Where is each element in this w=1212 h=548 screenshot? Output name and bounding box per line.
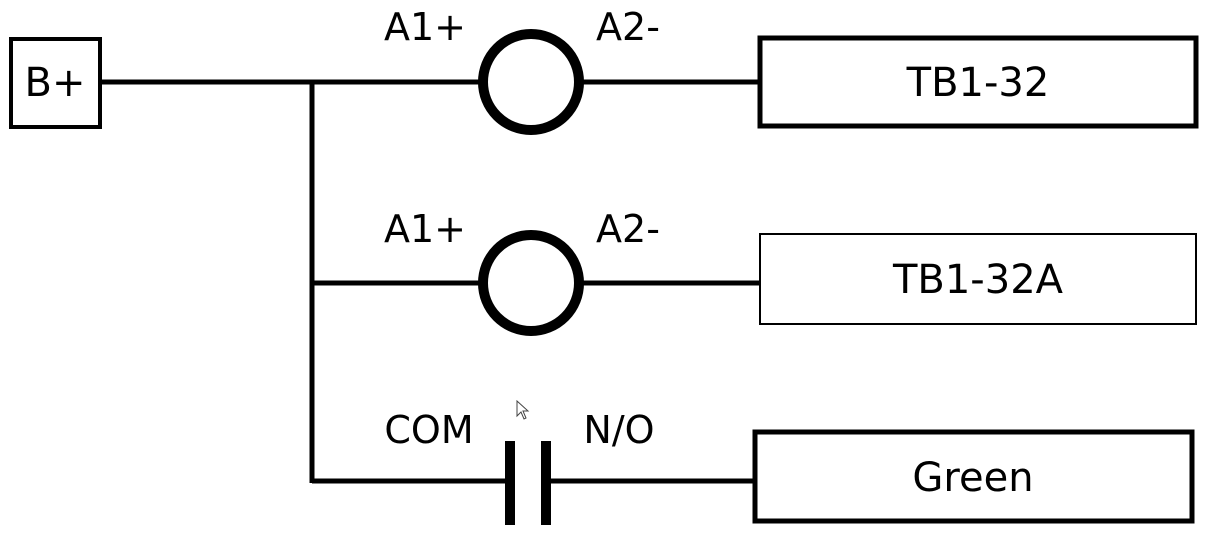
- terminal-1-label: TB1-32: [906, 60, 1050, 106]
- coil-1-icon: [478, 29, 584, 135]
- contact-left-terminal: COM: [384, 408, 473, 452]
- source-label: B+: [25, 60, 86, 106]
- terminal-2-label: TB1-32A: [892, 257, 1064, 303]
- coil-1-right-terminal: A2-: [596, 5, 660, 49]
- mouse-pointer-icon: [516, 400, 530, 420]
- contact-right-terminal: N/O: [583, 408, 654, 452]
- terminal-box-1: [757, 35, 1199, 129]
- coil-2-right-terminal: A2-: [596, 207, 660, 251]
- coil-2-icon: [478, 230, 584, 336]
- terminal-box-3: [752, 429, 1195, 524]
- terminal-3-label: Green: [912, 455, 1033, 501]
- terminal-box-2: [759, 233, 1197, 325]
- coil-1-left-terminal: A1+: [384, 5, 466, 49]
- coil-2-left-terminal: A1+: [384, 207, 466, 251]
